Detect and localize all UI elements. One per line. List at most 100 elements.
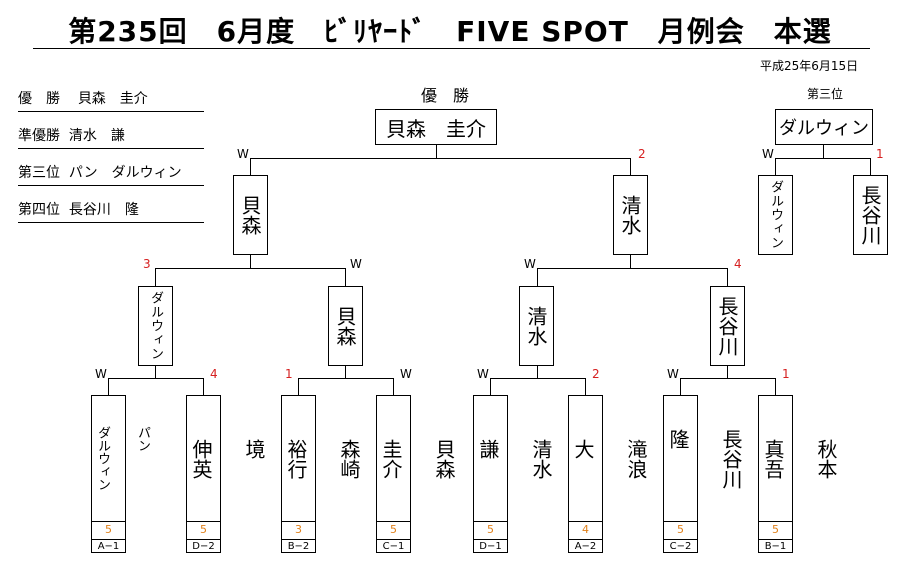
player-score: 5 [759,521,792,537]
semifinalist-box: 清水 [519,286,554,366]
third-place-box: ダルウィン [775,109,873,145]
connector [250,158,630,159]
player-seed: D−2 [186,539,221,553]
connector [680,378,775,379]
third-match-box-right: 長谷川 [853,175,888,255]
player-score: 5 [92,521,125,537]
player-score: 5 [187,521,220,537]
semifinalist-box: 貝森 [328,286,363,366]
player-name: 秋本 真吾 [761,438,838,479]
qf3-right-score: 2 [592,367,600,381]
connector [870,158,871,175]
connector [727,268,728,286]
player-box: 清水 謙 5 [473,395,553,553]
connector [436,145,437,159]
result-row-1: 優 勝 貝森 圭介 [18,87,204,112]
finalist-box-right: 清水 [613,175,648,255]
player-box: 長谷川 隆 5 [663,395,743,553]
connector [298,378,299,396]
player-name: 森崎 裕行 [284,438,361,479]
semi2-right-score: 4 [734,257,742,271]
connector [250,158,251,175]
connector [490,378,585,379]
third-left-score: W [762,147,774,161]
qf2-left-score: 1 [285,367,293,381]
result-row-4: 第四位 長谷川 隆 [18,198,204,223]
page-title: 第235回 6月度 ﾋﾞﾘﾔｰﾄﾞ FIVE SPOT 月例会 本選 [68,15,832,48]
connector [727,366,728,379]
player-seed: B−1 [758,539,793,553]
qf4-left-score: W [667,367,679,381]
champion-box: 貝森 圭介 [375,109,497,145]
player-name: 境 伸英 [189,438,266,479]
player-box: 森崎 裕行 3 [281,395,361,553]
result-row-3: 第三位 パン ダルウィン [18,161,204,186]
semifinalist-box: 長谷川 [710,286,745,366]
connector [537,268,727,269]
connector [203,378,204,396]
result-name: 貝森 圭介 [77,91,148,107]
player-score: 5 [377,521,410,537]
player-name: 清水 謙 [476,438,553,479]
final-left-score: W [237,147,249,161]
player-box: 貝森 圭介 5 [376,395,456,553]
result-place: 第四位 [18,202,60,218]
player-seed: B−2 [281,539,316,553]
finalist-box-left: 貝森 [233,175,268,255]
connector [155,268,345,269]
result-place: 優 勝 [18,91,60,107]
qf1-left-score: W [95,367,107,381]
player-seed: D−1 [473,539,508,553]
connector [155,268,156,286]
result-place: 準優勝 [18,128,60,144]
third-place-label: 第三位 [806,87,843,101]
connector [823,145,824,159]
player-box: 秋本 真吾 5 [758,395,838,553]
player-score: 5 [664,521,697,537]
player-score: 5 [474,521,507,537]
connector [108,378,203,379]
title-rule [33,48,870,49]
connector [155,366,156,379]
result-place: 第三位 [18,165,60,181]
semi1-right-score: W [350,257,362,271]
connector [775,158,776,175]
connector [630,158,631,175]
player-box: 滝浪 大 4 [568,395,648,553]
connector [298,378,393,379]
player-seed: C−1 [376,539,411,553]
semifinalist-box: ダルウィン [138,286,173,366]
connector [775,378,776,396]
qf4-right-score: 1 [782,367,790,381]
qf3-left-score: W [477,367,489,381]
third-right-score: 1 [876,147,884,161]
connector [680,378,681,396]
connector [630,255,631,269]
player-score: 4 [569,521,602,537]
result-row-2: 準優勝 清水 謙 [18,124,204,149]
final-right-score: 2 [638,147,646,161]
player-name: パン ダルウィン [95,426,150,491]
player-seed: A−2 [568,539,603,553]
player-name: 長谷川 隆 [666,428,743,489]
semi2-left-score: W [524,257,536,271]
connector [108,378,109,396]
connector [585,378,586,396]
qf1-right-score: 4 [210,367,218,381]
connector [250,255,251,269]
player-name: 貝森 圭介 [379,438,456,479]
champion-label: 優 勝 [420,86,469,105]
player-seed: C−2 [663,539,698,553]
result-name: 長谷川 隆 [68,202,139,218]
player-box: 境 伸英 5 [186,395,266,553]
connector [775,158,870,159]
player-box: パン ダルウィン 5 [91,395,150,553]
qf2-right-score: W [400,367,412,381]
connector [490,378,491,396]
semi1-left-score: 3 [143,257,151,271]
third-match-box-left: ダルウィン [758,175,793,255]
connector [345,268,346,286]
connector [345,366,346,379]
connector [537,366,538,379]
event-date: 平成25年6月15日 [760,59,859,73]
